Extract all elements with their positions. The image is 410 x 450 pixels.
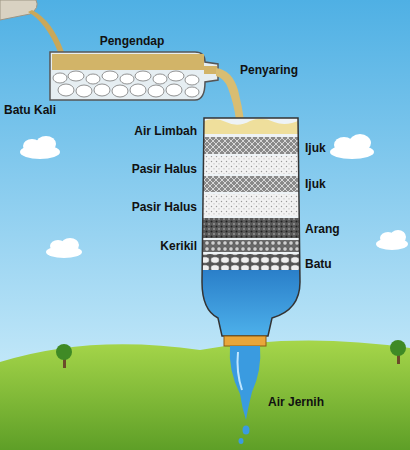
clean-water-stream <box>230 346 261 444</box>
part-label: Ijuk <box>305 177 326 191</box>
waste-water-stream <box>216 68 244 120</box>
part-label: Penyaring <box>240 63 298 77</box>
grass-hill <box>0 340 410 450</box>
part-label: Batu Kali <box>4 103 56 117</box>
filter-bottle <box>202 118 300 346</box>
sediment-tray <box>50 52 218 100</box>
pouring-jar <box>0 0 64 52</box>
part-label: Pasir Halus <box>132 200 197 214</box>
part-label: Air Jernih <box>268 395 324 409</box>
part-label: Ijuk <box>305 141 326 155</box>
part-label: Kerikil <box>160 239 197 253</box>
part-label: Pasir Halus <box>132 162 197 176</box>
part-label: Arang <box>305 222 340 236</box>
part-label: Pengendap <box>100 34 165 48</box>
part-label: Air Limbah <box>134 124 197 138</box>
part-label: Batu <box>305 257 332 271</box>
